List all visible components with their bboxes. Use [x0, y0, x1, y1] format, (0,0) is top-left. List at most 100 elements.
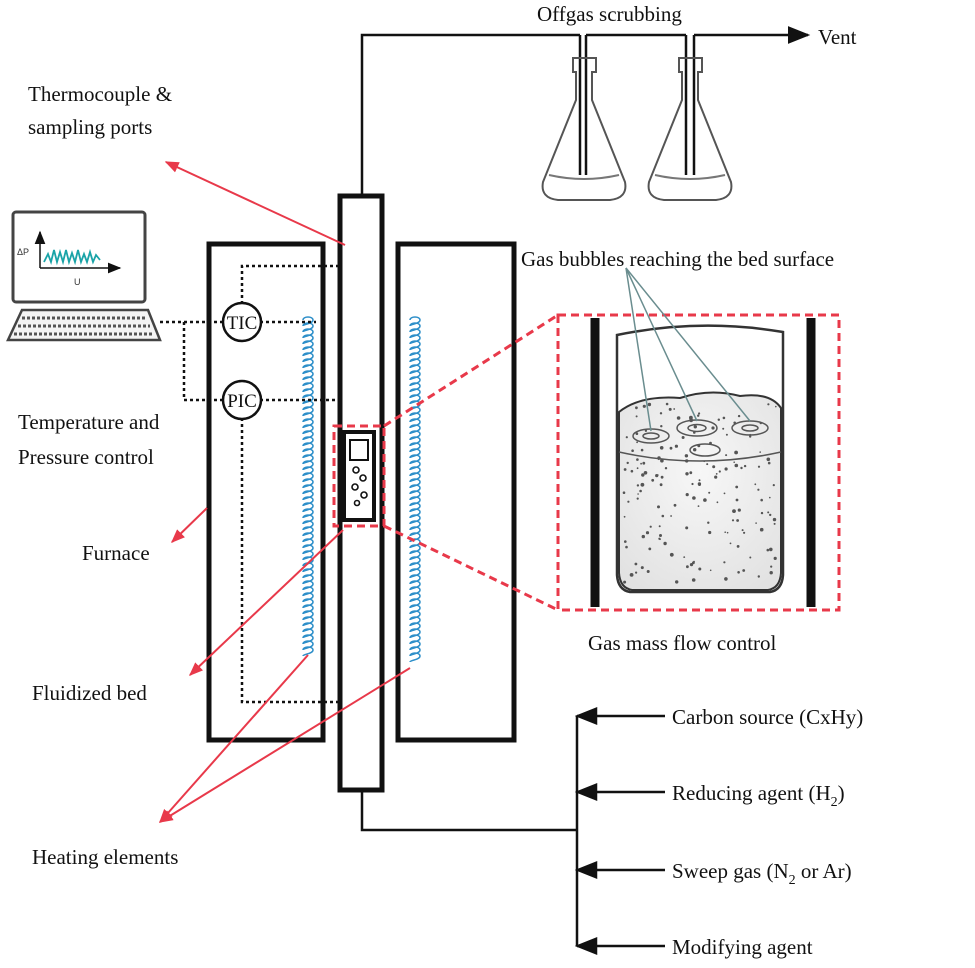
bed-dot: [722, 416, 726, 420]
bed-dot: [726, 531, 729, 534]
bed-dot: [692, 496, 696, 500]
bed-dot: [759, 451, 761, 453]
bed-dot: [631, 449, 634, 453]
bed-dot: [685, 459, 689, 463]
bed-dot: [734, 463, 739, 468]
bed-dot: [760, 498, 763, 502]
fluidized-bed-label: Fluidized bed: [32, 681, 147, 705]
control-signal-lines: [160, 264, 340, 704]
bed-dot: [698, 567, 702, 571]
bed-dot: [767, 461, 771, 465]
bed-dot: [668, 407, 672, 411]
bed-dot: [767, 403, 770, 406]
bed-dot: [646, 570, 650, 573]
bed-freeboard: [349, 439, 369, 461]
bed-dot: [645, 531, 650, 535]
bed-dot: [649, 525, 652, 528]
bed-dot: [757, 575, 760, 578]
bed-dot: [640, 482, 645, 487]
bed-dot: [712, 465, 716, 469]
bed-dot: [684, 454, 689, 458]
bed-dot: [625, 545, 628, 549]
bed-dot: [716, 501, 719, 504]
bed-dot: [657, 505, 660, 509]
bed-dot: [658, 525, 661, 528]
bed-dot: [769, 571, 773, 575]
bed-dot: [648, 547, 652, 551]
bed-dot: [686, 565, 689, 569]
bed-dot: [737, 508, 741, 512]
bed-dot: [732, 509, 736, 513]
bed-dot: [685, 526, 689, 530]
bed-dot: [773, 556, 777, 561]
bed-dot: [772, 484, 775, 487]
bed-dot: [640, 448, 644, 452]
bed-dot: [714, 475, 718, 479]
bed-dot: [673, 408, 676, 410]
bed-dot: [658, 537, 661, 540]
bed-dot: [635, 432, 639, 436]
bed-dot: [659, 446, 664, 450]
heating-coil-left: [302, 316, 314, 657]
pic-label: PIC: [227, 391, 257, 412]
bed-dot: [640, 566, 644, 570]
bed-dot: [722, 427, 725, 430]
bed-dot: [651, 478, 655, 482]
vent-label: Vent: [818, 25, 857, 49]
bed-dot: [767, 511, 770, 514]
bed-dot: [622, 491, 626, 495]
bed-dot: [708, 491, 711, 494]
bed-dot: [769, 513, 772, 517]
bed-dot: [627, 500, 630, 503]
bed-detail: [615, 267, 785, 594]
bed-dot: [724, 467, 728, 471]
temperature-label-line1: Temperature and: [18, 410, 160, 434]
bed-dot: [725, 454, 728, 457]
bed-dot: [681, 436, 685, 439]
bed-dot: [641, 473, 645, 477]
bed-dot: [629, 573, 634, 577]
bed-dot: [674, 444, 679, 448]
heating-coil-right: [409, 316, 421, 663]
bed-dot: [769, 496, 771, 499]
bed-dot: [669, 552, 674, 557]
bubble-pointer-lines: [625, 267, 751, 432]
bed-dot: [660, 475, 664, 479]
bed-dot: [759, 527, 764, 532]
monitor-x-axis-label: U: [74, 277, 81, 287]
bed-dot: [733, 461, 735, 464]
bed-dot: [711, 426, 715, 430]
offgas-scrubbing-label: Offgas scrubbing: [537, 2, 682, 26]
feed-carbon-source-label: Carbon source (CxHy): [672, 705, 863, 729]
bed-dot: [755, 522, 757, 524]
bed-dot: [635, 415, 638, 418]
bed-dot: [647, 402, 652, 407]
bed-dot: [723, 561, 726, 564]
scrubbing-flask-right: [647, 57, 733, 201]
bed-dot: [670, 515, 672, 517]
bed-dot: [706, 463, 709, 466]
bed-dot: [664, 467, 668, 470]
bed-dot: [637, 493, 639, 495]
feed-reducing-agent-label: Reducing agent (H2): [672, 781, 845, 810]
bed-dot: [724, 577, 728, 581]
temperature-label-line2: Pressure control: [18, 445, 154, 469]
bed-dot: [772, 517, 777, 522]
bed-dot: [718, 470, 721, 473]
bed-dot: [724, 531, 726, 533]
bed-dot: [659, 483, 663, 487]
furnace-right-half: [395, 241, 517, 743]
bed-dot: [742, 569, 746, 572]
feed-sweep-gas-label: Sweep gas (N2 or Ar): [672, 859, 852, 888]
gas-inlet-line: [360, 707, 665, 955]
bed-dot: [630, 469, 634, 473]
bed-dot: [639, 489, 642, 493]
bed-dot: [707, 521, 710, 524]
bed-dot: [635, 571, 638, 574]
tic-label: TIC: [227, 313, 258, 334]
thermocouple-label-line1: Thermocouple &: [28, 82, 172, 106]
bed-dot: [685, 472, 689, 476]
bed-dot: [766, 457, 771, 462]
bed-dot: [675, 580, 679, 584]
